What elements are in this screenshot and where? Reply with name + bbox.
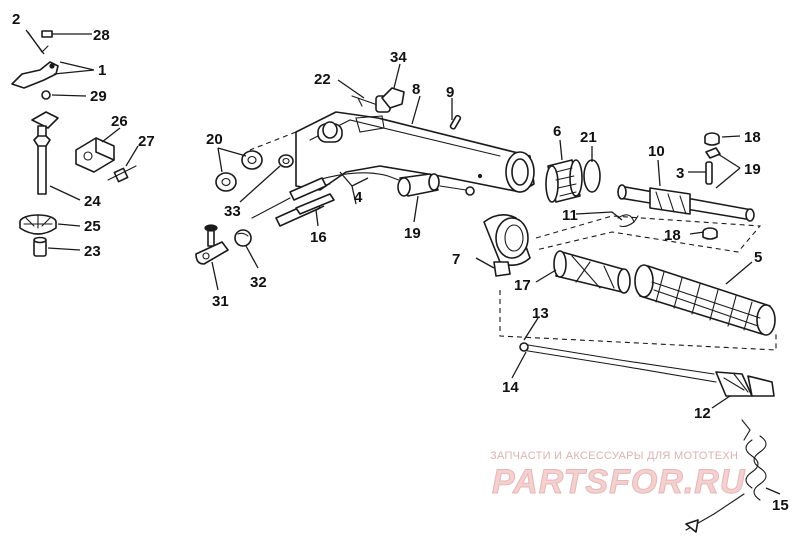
callout-20: 19 [744, 161, 761, 178]
part-12-stop-switch [715, 371, 775, 397]
callout-16: 16 [310, 229, 327, 246]
callout-5: 5 [754, 249, 762, 266]
callout-23: 22 [314, 71, 331, 88]
callout-7: 7 [452, 251, 460, 268]
part-28-screw [107, 165, 137, 183]
callout-24: 23 [84, 243, 101, 260]
part-15-lanyard [685, 419, 767, 533]
part-31-link [195, 224, 229, 265]
callout-12: 12 [694, 405, 711, 422]
part-13-14-stop-lead [519, 342, 717, 383]
callout-4: 4 [354, 189, 363, 206]
callout-2: 2 [12, 11, 20, 28]
part-5-grip [634, 264, 776, 336]
callout-31: 31 [212, 293, 229, 310]
part-30-washer [41, 90, 51, 100]
callout-27: 26 [111, 113, 128, 130]
part-16-rod [251, 177, 335, 227]
callout-17: 17 [514, 277, 531, 294]
callout-26: 25 [84, 218, 101, 235]
callout-18-top: 18 [744, 129, 761, 146]
part-8-tiller-arm [295, 111, 535, 193]
part-17-grip-insert [553, 250, 631, 294]
stop-dashed-outline [499, 290, 777, 351]
part-26-gear [19, 214, 57, 235]
part-1-lever [11, 61, 59, 89]
callout-11: 11 [562, 207, 578, 224]
callout-9: 9 [446, 84, 454, 101]
tiller-dashed-outline [249, 131, 297, 151]
part-18-nut-bottom [702, 227, 718, 240]
part-27-clamp [75, 137, 115, 173]
part-25-shaft [31, 111, 59, 195]
callout-10: 10 [648, 143, 665, 160]
part-33-washer [278, 154, 294, 168]
callout-18-bottom: 18 [664, 227, 681, 244]
part-18-nut-top [704, 132, 720, 146]
callout-34: 34 [390, 49, 407, 66]
part-7-throttle-housing [483, 214, 531, 277]
part-11-spring [617, 214, 639, 228]
callout-13: 13 [532, 305, 549, 322]
grip-dashed-outline [535, 215, 762, 253]
callout-3: 3 [676, 165, 684, 182]
part-6-bearing [545, 159, 583, 203]
callout-21: 20 [206, 131, 223, 148]
callout-25: 24 [84, 193, 101, 210]
callout-29: 28 [93, 27, 110, 44]
callout-30: 29 [90, 88, 107, 105]
watermark-logo: PARTSFOR.RU [492, 463, 746, 501]
part-32-ball-joint [234, 229, 252, 247]
watermark: ЗАПЧАСТИ И АКСЕССУАРЫ ДЛЯ МОТОТЕХН PARTS… [490, 450, 746, 502]
callout-6: 6 [553, 123, 561, 140]
part-3-pin [705, 161, 713, 185]
part-21-washers [215, 150, 263, 192]
linkage-assembly [11, 30, 137, 257]
callout-14: 14 [502, 379, 519, 396]
watermark-tagline: ЗАПЧАСТИ И АКСЕССУАРЫ ДЛЯ МОТОТЕХН [490, 450, 738, 462]
part-20-bushing [705, 147, 721, 159]
callout-33: 33 [224, 203, 241, 220]
part-24-bushing [33, 236, 47, 257]
callout-19: 19 [404, 225, 421, 242]
callout-15: 15 [772, 497, 789, 514]
part-34-nut-plate [381, 87, 405, 109]
callout-22: 21 [580, 129, 597, 146]
part-10-shaft [617, 184, 755, 222]
part-22-seal [583, 159, 601, 193]
leader-lines [25, 29, 781, 495]
callout-32: 32 [250, 274, 267, 291]
part-9-pin [449, 114, 462, 130]
callout-28: 27 [138, 133, 155, 150]
callout-labels: 2 28 1 29 26 27 24 25 23 22 34 8 9 20 33… [12, 11, 789, 514]
callout-8: 8 [412, 81, 420, 98]
part-19-knob [397, 173, 475, 197]
callout-1: 1 [98, 62, 106, 79]
